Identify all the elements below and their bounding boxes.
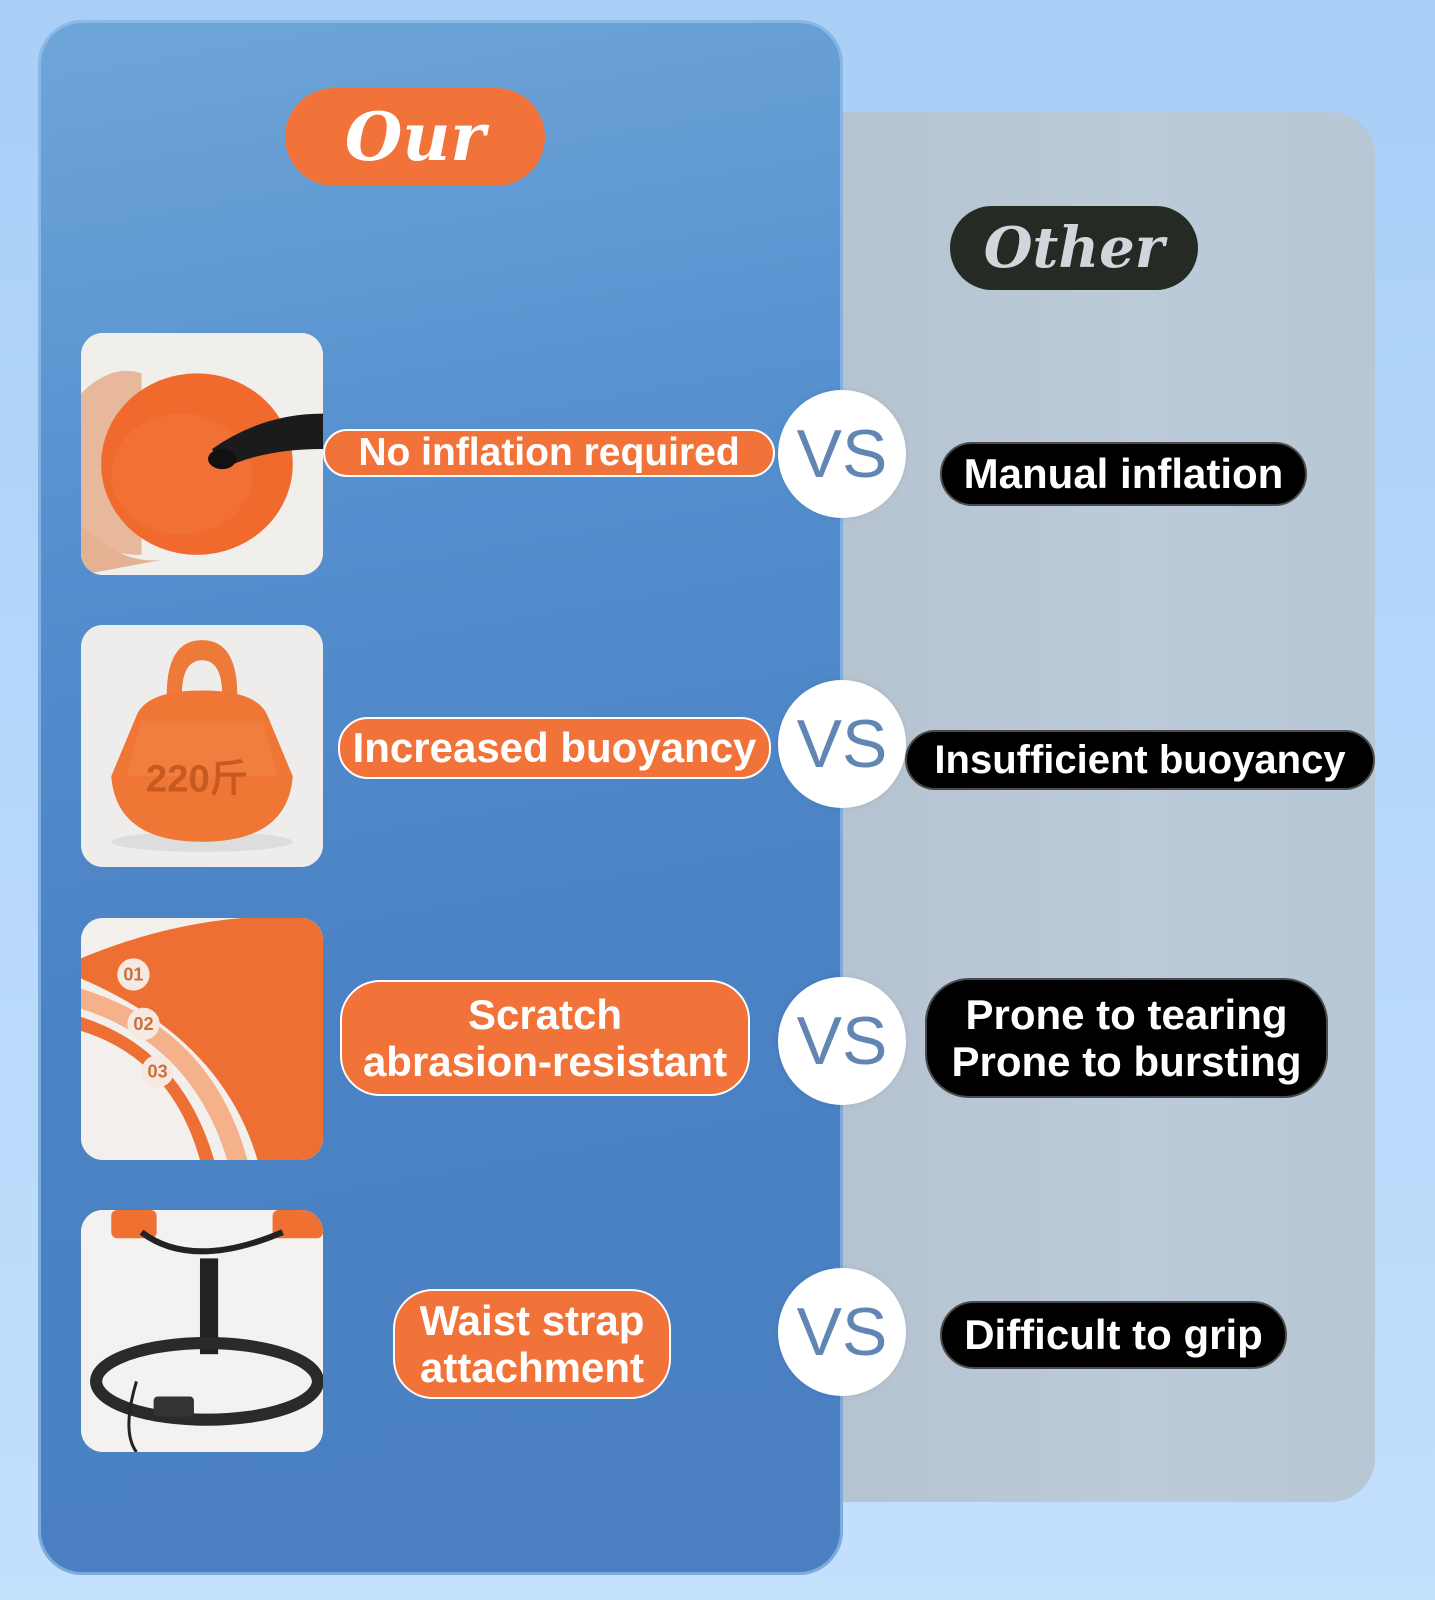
kettlebell-image: 220斤 bbox=[81, 625, 323, 867]
layer-label-1: 01 bbox=[123, 965, 143, 985]
vs-badge-1: VS bbox=[778, 390, 906, 518]
our-feature-3-line-1: Scratch bbox=[467, 990, 623, 1038]
our-feature-4-line-2: attachment bbox=[419, 1344, 645, 1391]
orange-kettlebell-icon: 220斤 bbox=[81, 625, 323, 867]
vs-badge-4: VS bbox=[778, 1268, 906, 1396]
our-feature-3: Scratch abrasion-resistant bbox=[340, 980, 750, 1096]
float-image bbox=[81, 333, 323, 575]
kettlebell-marking: 220斤 bbox=[146, 757, 248, 800]
other-feature-4: Difficult to grip bbox=[940, 1301, 1287, 1369]
waist-strap-image bbox=[81, 1210, 323, 1452]
our-feature-2: Increased buoyancy bbox=[338, 717, 771, 779]
other-feature-3-line-1: Prone to tearing bbox=[965, 990, 1288, 1038]
other-panel bbox=[780, 112, 1375, 1502]
layer-label-3: 03 bbox=[148, 1061, 168, 1081]
vs-badge-3: VS bbox=[778, 977, 906, 1105]
other-feature-3-line-2: Prone to bursting bbox=[951, 1038, 1302, 1085]
our-feature-3-line-2: abrasion-resistant bbox=[362, 1038, 728, 1085]
other-feature-2: Insufficient buoyancy bbox=[905, 730, 1375, 790]
other-feature-1: Manual inflation bbox=[940, 442, 1307, 506]
our-header-pill: Our bbox=[285, 88, 545, 186]
orange-layers-icon: 01 02 03 bbox=[81, 918, 323, 1160]
our-feature-4-line-1: Waist strap bbox=[419, 1296, 645, 1344]
other-header-pill: Other bbox=[950, 206, 1198, 290]
other-feature-3: Prone to tearing Prone to bursting bbox=[925, 978, 1328, 1098]
our-feature-1: No inflation required bbox=[323, 429, 775, 477]
waist-strap-icon bbox=[81, 1210, 323, 1452]
orange-foam-float-icon bbox=[81, 333, 323, 575]
layer-label-2: 02 bbox=[133, 1014, 153, 1034]
vs-badge-2: VS bbox=[778, 680, 906, 808]
our-feature-4: Waist strap attachment bbox=[393, 1289, 671, 1399]
layered-material-image: 01 02 03 bbox=[81, 918, 323, 1160]
